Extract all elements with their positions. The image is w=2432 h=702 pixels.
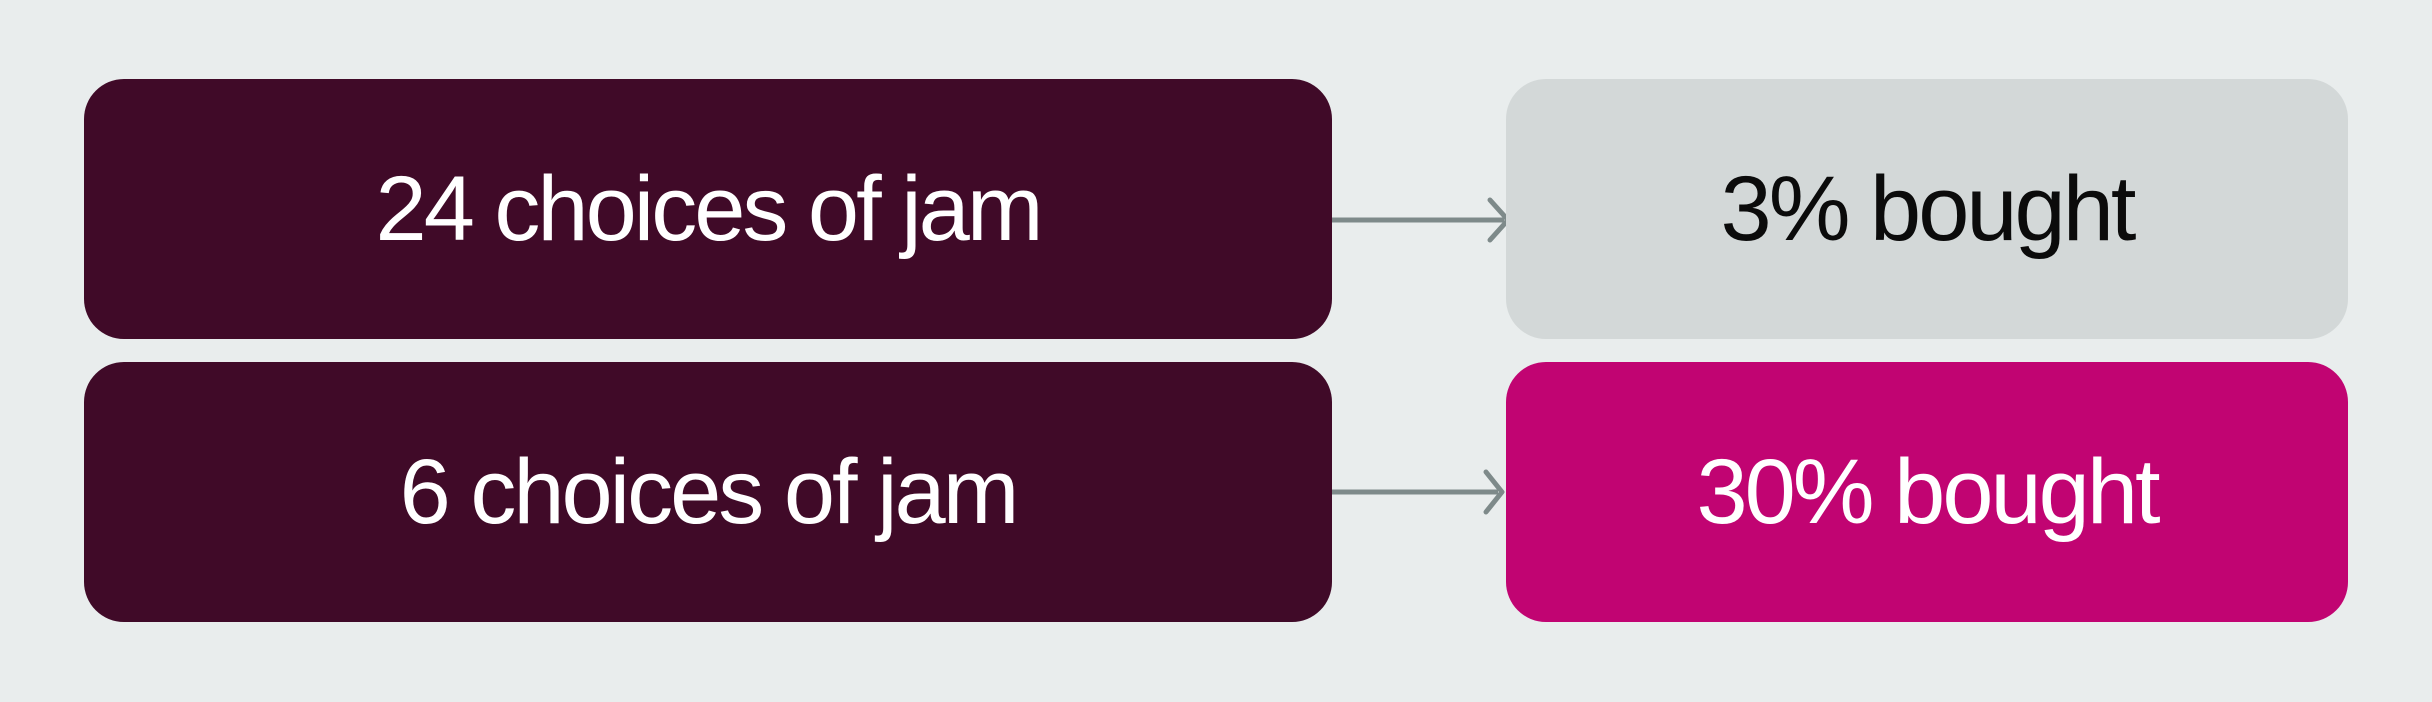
arrow-icon xyxy=(1332,197,1511,243)
result-label: 30% bought xyxy=(1696,440,2160,543)
result-label: 3% bought xyxy=(1720,157,2137,260)
arrow-icon xyxy=(1332,469,1505,515)
condition-box-24-choices: 24 choices of jam xyxy=(84,79,1332,339)
condition-label: 6 choices of jam xyxy=(399,440,1020,543)
result-box-3-percent: 3% bought xyxy=(1506,79,2348,339)
condition-label: 24 choices of jam xyxy=(375,157,1044,260)
condition-box-6-choices: 6 choices of jam xyxy=(84,362,1332,622)
result-box-30-percent: 30% bought xyxy=(1506,362,2348,622)
